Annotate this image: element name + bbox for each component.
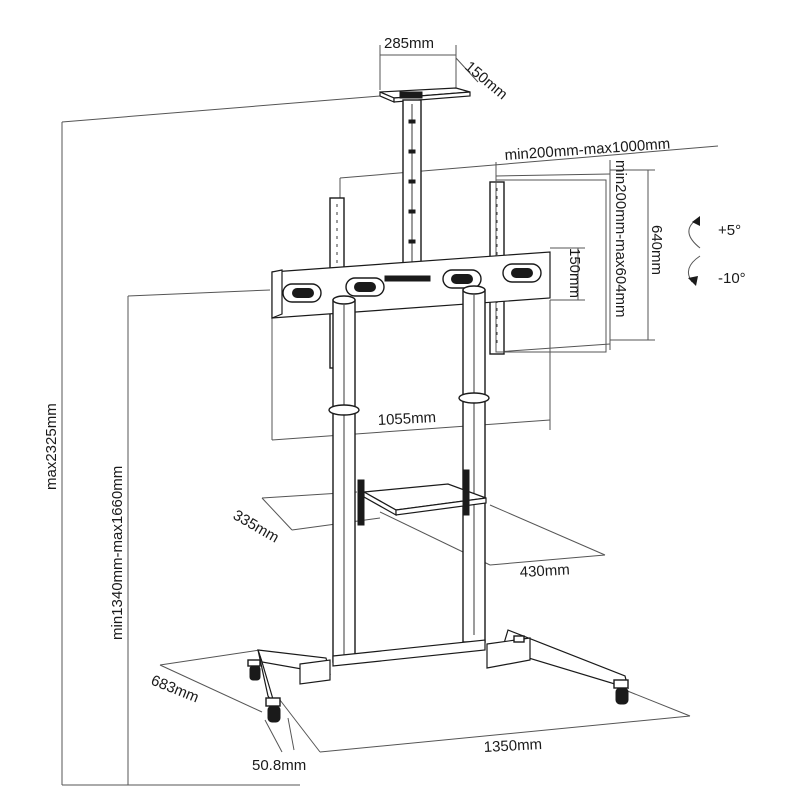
caster-front-right <box>613 679 629 705</box>
max-height-label: max2325mm <box>43 403 60 490</box>
caster-back-right <box>513 635 525 643</box>
caster-ext-b <box>287 717 295 751</box>
base-depth-ext-top <box>159 649 261 666</box>
shelf-width-line <box>489 554 606 566</box>
left-foot-hub <box>299 659 331 685</box>
tilt-up-arrowhead <box>692 216 700 226</box>
caster-ext-a <box>264 719 283 753</box>
base-width-label: 1350mm <box>483 736 542 756</box>
base-width-line <box>319 715 691 753</box>
tilt-indicator: +5° -10° <box>687 216 746 287</box>
dimension-lines <box>61 45 719 786</box>
base-w-ext-right <box>624 689 691 717</box>
collar-right <box>458 392 490 404</box>
vesa-vertical-label: min200mm-max604mm <box>612 160 629 318</box>
slot-height-label: 150mm <box>566 248 583 298</box>
caster-back-left <box>247 659 261 681</box>
column-right-top <box>462 285 486 295</box>
vesa-v-bottom-ext <box>495 343 611 353</box>
bracket-slots <box>282 263 542 303</box>
shelf-depth-label: 335mm <box>230 507 282 547</box>
tray-depth-line <box>455 57 479 83</box>
bracket-width-line <box>271 419 551 441</box>
vesa-horizontal-label: min200mm-max1000mm <box>504 135 671 164</box>
bracket-center-rib <box>384 275 431 282</box>
shelf-clamp-left <box>357 479 365 526</box>
tray-width-label: 285mm <box>384 35 434 52</box>
shelf-depth-line <box>261 497 293 531</box>
tilt-down-arrowhead <box>688 276 698 286</box>
caster-front-left <box>265 697 281 723</box>
caster-size-label: 50.8mm <box>252 757 306 774</box>
collar-left <box>328 404 360 416</box>
max-height-top-ext <box>61 95 381 123</box>
mount-height-label: min1340mm-max1660mm <box>109 466 126 640</box>
mount-height-top-ext <box>127 289 271 297</box>
base-w-ext-left <box>279 699 321 753</box>
tray-column-holes <box>408 119 416 244</box>
bracket-width-label: 1055mm <box>377 409 436 429</box>
base-depth-line <box>159 664 263 713</box>
tray-bracket <box>399 91 423 99</box>
vesa-v-top-ext <box>495 173 611 177</box>
stand-body <box>247 87 629 723</box>
column-left-top <box>332 295 356 305</box>
mount-bracket-end-left <box>271 269 283 319</box>
dimension-labels: 285mm 150mm min200mm-max1000mm min200mm-… <box>43 35 671 774</box>
shelf-clamp-right <box>462 469 470 516</box>
shelf-width-label: 430mm <box>519 561 570 581</box>
tilt-up-label: +5° <box>718 222 741 239</box>
bracket-height-label: 640mm <box>648 225 665 275</box>
tilt-down-label: -10° <box>718 270 746 287</box>
shelf-w-ext-right <box>489 504 606 556</box>
base-depth-label: 683mm <box>149 672 202 707</box>
base-crossbar <box>332 639 486 667</box>
